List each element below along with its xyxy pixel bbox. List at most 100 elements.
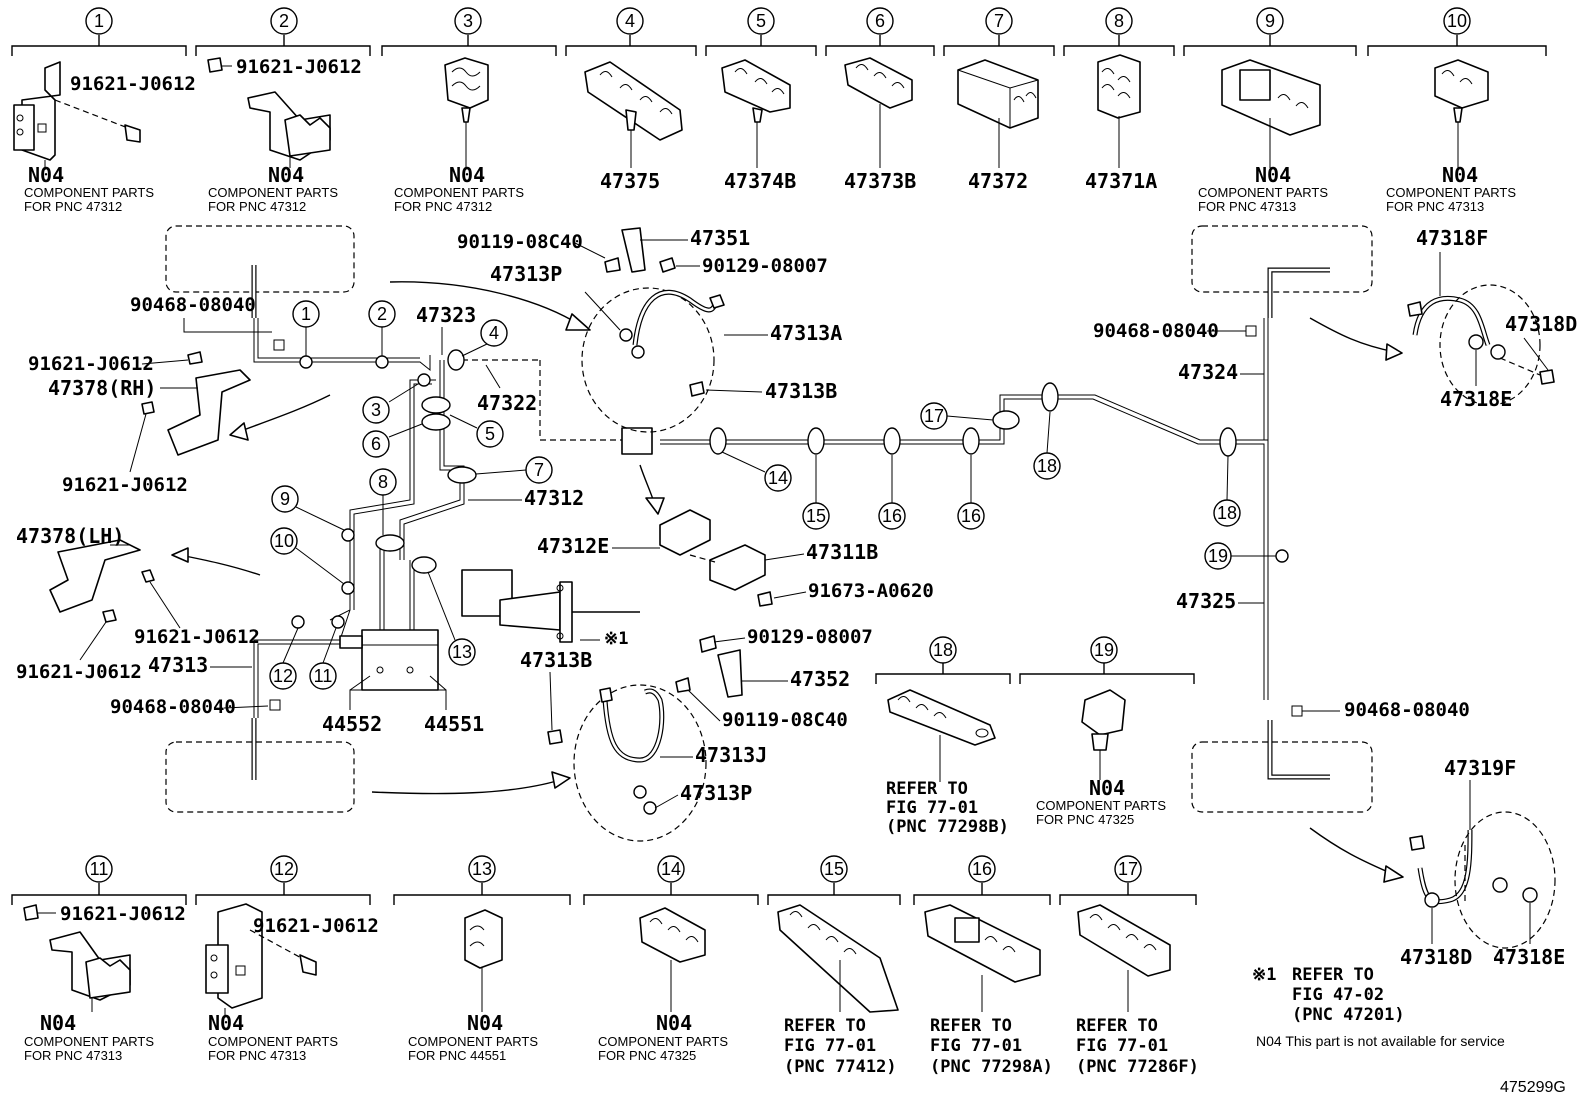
callout-marker-16-bottom: 16: [968, 855, 996, 883]
callout-2-desc1: COMPONENT PARTS: [208, 185, 338, 200]
callout-4-part-number: 47375: [600, 169, 660, 193]
rear-right-wheel-area: [1191, 741, 1373, 813]
callout-marker-2: 2: [270, 7, 298, 35]
label-note-mark-1: ※1: [604, 629, 628, 649]
callout-12-bracket-clip: [205, 903, 317, 1015]
callout-2-desc2: FOR PNC 47312: [208, 199, 306, 214]
small-clips-90468: [269, 325, 1303, 717]
label-90468-08040-ur: 90468-08040: [1093, 320, 1219, 342]
callout-9-desc1: COMPONENT PARTS: [1198, 185, 1328, 200]
callout-12-note: N04: [208, 1011, 244, 1035]
callout-1-part-number: 91621-J0612: [70, 73, 196, 95]
label-47324: 47324: [1178, 360, 1238, 384]
callout-marker-19: 19: [1090, 636, 1118, 664]
svg-text:13: 13: [472, 859, 492, 879]
callout-13-desc1: COMPONENT PARTS: [408, 1034, 538, 1049]
callout-13-desc2: FOR PNC 44551: [408, 1048, 506, 1063]
note-ref3: (PNC 47201): [1292, 1005, 1405, 1025]
callout-16-ref2: FIG 77-01: [930, 1036, 1022, 1056]
callout-marker-14-bottom: 14: [657, 855, 685, 883]
callout-18-bracket: [875, 673, 1011, 684]
callout-19-bracket: [1019, 673, 1195, 684]
leader-lines: [282, 327, 1276, 664]
callout-10-desc2: FOR PNC 47313: [1386, 199, 1484, 214]
callout-5-part-number: 47374B: [724, 169, 796, 193]
label-90468-08040-lr: 90468-08040: [1344, 699, 1470, 721]
callout-17-clip: [1077, 904, 1171, 1012]
label-91621-j0612-rh2: 91621-J0612: [62, 474, 188, 496]
label-47313p-bot: 47313P: [680, 781, 752, 805]
direction-arrows: [171, 281, 1404, 883]
front-hose-assembly: [581, 227, 725, 433]
label-44551: 44551: [424, 712, 484, 736]
callout-14-desc1: COMPONENT PARTS: [598, 1034, 728, 1049]
svg-text:19: 19: [1208, 546, 1228, 566]
label-47313: 47313: [148, 653, 208, 677]
label-47351: 47351: [690, 226, 750, 250]
main-callout-markers: 1 2 3 4 5 6 7 8 9 10 12 11 13 14 15 16 1…: [269, 300, 1241, 690]
bracket-47378-rh: [141, 351, 251, 456]
label-47318e-top: 47318E: [1440, 387, 1512, 411]
callout-13-note: N04: [467, 1011, 503, 1035]
label-47312e: 47312E: [537, 534, 609, 558]
label-47318d-top: 47318D: [1505, 312, 1577, 336]
callout-12-part-number: 91621-J0612: [253, 915, 379, 937]
callout-8-part-number: 47371A: [1085, 169, 1157, 193]
label-47318e-bot: 47318E: [1493, 945, 1565, 969]
callout-14-desc2: FOR PNC 47325: [598, 1048, 696, 1063]
bracket-47378-lh: [49, 539, 155, 623]
svg-text:17: 17: [1118, 859, 1138, 879]
callout-10-clip: [1434, 59, 1489, 168]
callout-19-clip: [1081, 689, 1126, 780]
callout-11-note: N04: [40, 1011, 76, 1035]
note-n04-not-available: N04 This part is not available for servi…: [1256, 1033, 1505, 1049]
label-90468-08040-ul: 90468-08040: [130, 294, 256, 316]
svg-text:6: 6: [371, 434, 381, 454]
label-47313b-mid: 47313B: [520, 648, 592, 672]
svg-text:7: 7: [994, 11, 1004, 31]
callout-2-note: N04: [268, 163, 304, 187]
callout-11-bracket-clip: [23, 904, 131, 1012]
label-47313b-top: 47313B: [765, 379, 837, 403]
label-47313j: 47313J: [695, 743, 767, 767]
callout-1-bracket-clip: [13, 61, 141, 170]
figure-id: 475299G: [1500, 1079, 1566, 1096]
brake-junction-block: [462, 359, 653, 455]
front-right-wheel-area: [1191, 225, 1373, 293]
svg-text:1: 1: [94, 11, 104, 31]
callout-marker-13-bottom: 13: [468, 855, 496, 883]
callout-marker-11-bottom: 11: [85, 855, 113, 883]
svg-text:16: 16: [972, 859, 992, 879]
callout-15-ref3: (PNC 77412): [784, 1057, 897, 1077]
callout-marker-18: 18: [929, 636, 957, 664]
svg-text:9: 9: [280, 489, 290, 509]
rear-hose-assembly: [547, 635, 743, 842]
label-47313p-top: 47313P: [490, 262, 562, 286]
svg-text:8: 8: [1114, 11, 1124, 31]
label-91621-j0612-rh1: 91621-J0612: [28, 353, 154, 375]
callout-17-ref1: REFER TO: [1076, 1016, 1158, 1036]
callout-18-ref2: FIG 77-01: [886, 798, 978, 818]
label-90129-08007-bot: 90129-08007: [747, 626, 873, 648]
callout-11-desc2: FOR PNC 47313: [24, 1048, 122, 1063]
svg-text:3: 3: [463, 11, 473, 31]
callout-9-note: N04: [1255, 163, 1291, 187]
callout-19-note: N04: [1089, 776, 1125, 800]
callout-marker-4: 4: [616, 7, 644, 35]
callout-4-clip-47375: [584, 61, 683, 168]
svg-text:14: 14: [661, 859, 681, 879]
callout-7-part-number: 47372: [968, 169, 1028, 193]
callout-marker-7: 7: [985, 7, 1013, 35]
callout-marker-1: 1: [85, 7, 113, 35]
svg-text:10: 10: [1447, 11, 1467, 31]
svg-text:3: 3: [371, 400, 381, 420]
callout-marker-12-bottom: 12: [270, 855, 298, 883]
label-47318d-bot: 47318D: [1400, 945, 1472, 969]
callout-3-note: N04: [449, 163, 485, 187]
callout-17-ref2: FIG 77-01: [1076, 1036, 1168, 1056]
callout-5-clip-47374b: [721, 59, 791, 168]
svg-text:16: 16: [882, 506, 902, 526]
callout-1-note: N04: [28, 163, 64, 187]
master-cylinder: [461, 569, 640, 643]
callout-marker-3: 3: [454, 7, 482, 35]
